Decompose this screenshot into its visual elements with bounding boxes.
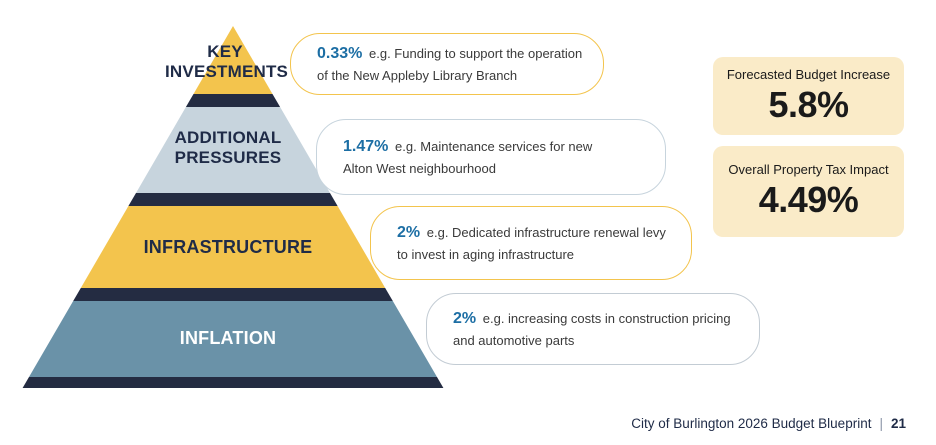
footer-text: City of Burlington 2026 Budget Blueprint [631,416,872,431]
callout-percent: 0.33% [317,45,363,63]
tier-key-investments-shape [193,26,273,94]
stat-value: 4.49% [758,179,859,220]
stat-label: Forecasted Budget Increase [726,66,891,82]
callout-infrastructure: 2% e.g. Dedicated infrastructure renewal… [370,206,692,280]
tier-inflation-shape [29,301,437,377]
pyramid-divider-band [128,193,338,206]
tier-label-key-investments: KEY INVESTMENTS [165,42,289,82]
callout-text: 1.47% e.g. Maintenance services for new … [343,135,601,179]
footer-separator: | [879,416,883,431]
callout-additional-pressures: 1.47% e.g. Maintenance services for new … [316,119,666,195]
callout-percent: 2% [453,310,477,328]
callout-inflation: 2% e.g. increasing costs in construction… [426,293,760,365]
tier-label-inflation: INFLATION [179,328,277,348]
tier-label-additional-pressures: ADDITIONAL PRESSURES [174,128,282,168]
callout-key-investments: 0.33% e.g. Funding to support the operat… [290,33,604,95]
pyramid-divider-band [73,288,393,301]
callout-example: e.g. increasing costs in construction pr… [453,311,731,349]
pyramid-base-band [22,377,444,388]
tier-additional-pressures-shape [136,107,330,193]
budget-pyramid [22,26,444,388]
callout-text: 2% e.g. Dedicated infrastructure renewal… [397,221,677,265]
callout-text: 0.33% e.g. Funding to support the operat… [317,42,589,86]
stat-label: Overall Property Tax Impact [728,162,889,177]
page-number: 21 [890,416,906,431]
callout-text: 2% e.g. increasing costs in construction… [453,307,745,351]
tier-infrastructure-shape [80,206,386,288]
tier-label-infrastructure: INFRASTRUCTURE [143,237,313,257]
callout-example: e.g. Dedicated infrastructure renewal le… [397,225,666,263]
callout-percent: 2% [397,224,421,242]
pyramid-divider-band [185,94,281,107]
footer: City of Burlington 2026 Budget Blueprint… [631,416,906,431]
stat-value: 5.8% [768,83,849,125]
callout-example: e.g. Maintenance services for new Alton … [343,139,593,177]
callout-percent: 1.47% [343,138,389,156]
callout-example: e.g. Funding to support the operation of… [317,46,583,84]
stat-overall-property-tax-impact: Overall Property Tax Impact 4.49% [713,146,904,237]
stat-forecasted-budget-increase: Forecasted Budget Increase 5.8% [713,57,904,135]
